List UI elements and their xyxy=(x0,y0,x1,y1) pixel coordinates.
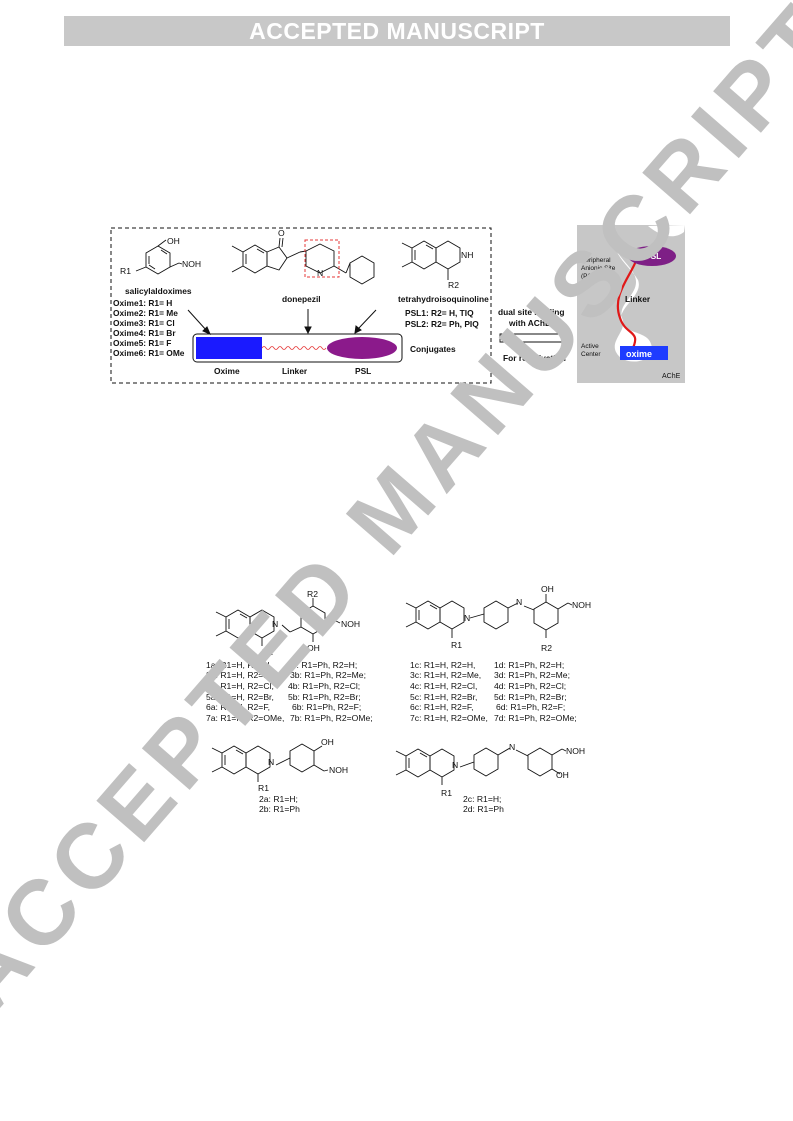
oxime6-label: Oxime6: R1= OMe xyxy=(113,348,185,358)
series-c-left-2: 4c: R1=H, R2=Cl, xyxy=(410,681,477,691)
psl1-label: PSL1: R2= H, TIQ xyxy=(405,308,474,318)
salicylaldoxime-structure xyxy=(135,239,183,275)
active-center-label-2: Center xyxy=(581,351,601,358)
series-a-oh: OH xyxy=(307,643,320,653)
compound-2a: 2a: R1=H; xyxy=(259,794,298,804)
pas-label-3: (PAS) xyxy=(581,273,598,280)
series-a-right-1: 3b: R1=Ph, R2=Me; xyxy=(290,670,366,680)
oxime4-label: Oxime4: R1= Br xyxy=(113,328,176,338)
conjugate-linker-label: Linker xyxy=(282,366,308,376)
compound-2c: 2c: R1=H; xyxy=(463,794,501,804)
series-2ab-noh: NOH xyxy=(329,765,348,775)
series-2cd-noh: NOH xyxy=(566,746,585,756)
conjugate-oxime-label: Oxime xyxy=(214,366,240,376)
compound-2d: 2d: R1=Ph xyxy=(463,804,504,814)
series-a-left-2: 4a: R1=H, R2=Cl, xyxy=(206,681,274,691)
salicyl-noh-label: NOH xyxy=(182,259,201,269)
oxime2-label: Oxime2: R1= Me xyxy=(113,308,178,318)
compound-2b: 2b: R1=Ph xyxy=(259,804,300,814)
series-2cd-r1: R1 xyxy=(441,788,452,798)
structure-series-2ab xyxy=(211,743,329,782)
series-2ab-r1: R1 xyxy=(258,783,269,793)
dual-site-text-2: with AChE xyxy=(508,318,551,328)
pas-label-1: Peripheral xyxy=(581,257,611,264)
series-c-left-4: 6c: R1=H, R2=F, xyxy=(410,702,474,712)
accepted-manuscript-banner: ACCEPTED MANUSCRIPT xyxy=(64,16,730,46)
donepezil-o-label: O xyxy=(278,228,285,238)
tiq-title: tetrahydroisoquinoline xyxy=(398,294,489,304)
salicyl-r1-label: R1 xyxy=(120,266,131,276)
series-2cd-n2: N xyxy=(509,742,515,752)
series-a-left-0: 1a: R1=H, R2=H, xyxy=(206,660,272,670)
for-reactivation-text: For reactivation xyxy=(503,353,566,363)
donepezil-n-label: N xyxy=(317,268,323,278)
series-c-n2: N xyxy=(516,597,522,607)
design-arrows xyxy=(187,309,377,335)
series-c-left-3: 5c: R1=H, R2=Br, xyxy=(410,692,477,702)
series-c-right-1: 3d: R1=Ph, R2=Me; xyxy=(494,670,570,680)
dashed-design-box xyxy=(110,227,492,384)
pas-label-2: Anionic Site xyxy=(581,265,616,272)
series-c-r1: R1 xyxy=(451,640,462,650)
series-a-right-5: 7b: R1=Ph, R2=OMe; xyxy=(290,713,373,723)
tiq-nh-label: NH xyxy=(461,250,473,260)
series-c-r2: R2 xyxy=(541,643,552,653)
structure-series-a xyxy=(215,598,341,646)
series-c-right-5: 7d: R1=Ph, R2=OMe; xyxy=(494,713,577,723)
series-a-left-3: 5a: R1=H, R2=Br, xyxy=(206,692,274,702)
structure-series-c xyxy=(405,594,573,638)
series-c-left-5: 7c: R1=H, R2=OMe, xyxy=(410,713,488,723)
series-c-right-4: 6d: R1=Ph, R2=F; xyxy=(496,702,565,712)
conjugate-psl-label: PSL xyxy=(355,366,371,376)
oxime1-label: Oxime1: R1= H xyxy=(113,298,172,308)
conjugates-label: Conjugates xyxy=(410,344,456,354)
series-2cd-n1: N xyxy=(452,760,458,770)
active-center-label-1: Active xyxy=(581,343,599,350)
dual-site-text-1: dual site binding xyxy=(498,307,565,317)
series-a-left-4: 6a: R1=H, R2=F, xyxy=(206,702,270,712)
series-2ab-oh: OH xyxy=(321,737,334,747)
psl2-label: PSL2: R2= Ph, PIQ xyxy=(405,319,479,329)
series-c-n1: N xyxy=(464,613,470,623)
series-2ab-n: N xyxy=(268,757,274,767)
oxime5-label: Oxime5: R1= F xyxy=(113,338,171,348)
ache-psl-label: PSL xyxy=(645,251,661,261)
series-a-right-3: 5b: R1=Ph, R2=Br; xyxy=(288,692,361,702)
series-c-noh: NOH xyxy=(572,600,591,610)
series-c-right-0: 1d: R1=Ph, R2=H; xyxy=(494,660,564,670)
oxime3-label: Oxime3: R1= Cl xyxy=(113,318,175,328)
series-a-noh: NOH xyxy=(341,619,360,629)
hollow-right-arrow xyxy=(499,328,571,348)
salicylaldoximes-title: salicylaldoximes xyxy=(125,286,192,296)
structure-series-2cd xyxy=(395,747,567,785)
conjugate-schematic xyxy=(192,333,403,363)
series-c-right-3: 5d: R1=Ph, R2=Br; xyxy=(494,692,567,702)
ache-oxime-label: oxime xyxy=(626,349,652,359)
ache-label: AChE xyxy=(662,373,681,380)
series-c-oh: OH xyxy=(541,584,554,594)
tiq-structure xyxy=(401,240,461,280)
series-2cd-oh: OH xyxy=(556,770,569,780)
series-a-n: N xyxy=(272,619,278,629)
series-a-left-1: 3a: R1=H, R2=Me, xyxy=(206,670,278,680)
series-c-right-2: 4d: R1=Ph, R2=Cl; xyxy=(494,681,566,691)
tiq-r2-label: R2 xyxy=(448,280,459,290)
salicyl-oh-label: OH xyxy=(167,236,180,246)
ache-enzyme-diagram xyxy=(577,225,685,383)
series-a-r2: R2 xyxy=(307,589,318,599)
series-a-right-4: 6b: R1=Ph, R2=F; xyxy=(292,702,361,712)
series-a-r1: R1 xyxy=(262,647,273,657)
ache-linker-label: Linker xyxy=(625,294,651,304)
series-a-left-5: 7a: R1=H, R2=OMe, xyxy=(206,713,284,723)
piperidine-highlight-box xyxy=(304,239,340,278)
series-a-right-0: 1b: R1=Ph, R2=H; xyxy=(287,660,357,670)
series-c-left-1: 3c: R1=H, R2=Me, xyxy=(410,670,481,680)
donepezil-title: donepezil xyxy=(282,294,321,304)
series-a-right-2: 4b: R1=Ph, R2=Cl; xyxy=(288,681,360,691)
series-c-left-0: 1c: R1=H, R2=H, xyxy=(410,660,475,670)
donepezil-structure xyxy=(231,237,375,285)
